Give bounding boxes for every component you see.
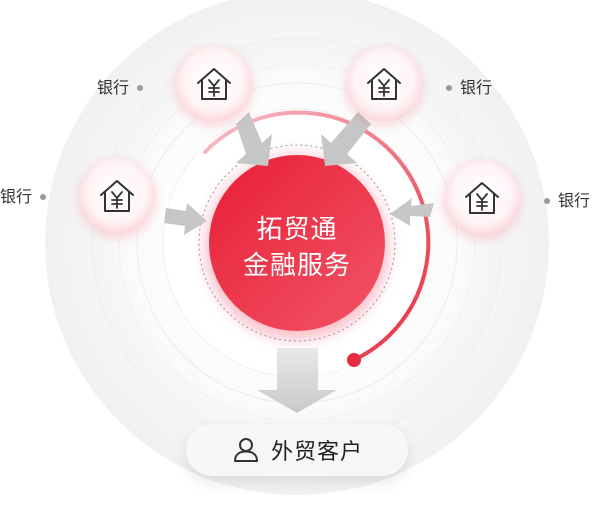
user-icon: [233, 438, 258, 462]
bank-node-top-left: [176, 46, 252, 122]
core-circle: [209, 155, 385, 331]
client-label: 外贸客户: [270, 440, 363, 465]
bank-label-text: 银行: [0, 187, 33, 206]
bank-label-right: 银行: [544, 191, 590, 211]
bullet-dot: [446, 85, 452, 91]
arrow-down: [257, 348, 337, 413]
core-title: 拓贸通 金融服务: [202, 212, 392, 284]
bank-label-text: 银行: [97, 78, 130, 97]
bank-label-text: 银行: [460, 78, 493, 97]
core-title-line2: 金融服务: [242, 251, 351, 281]
bank-label-text: 银行: [558, 191, 591, 210]
bullet-dot: [137, 85, 144, 91]
arrow-top-right: [321, 112, 371, 166]
arrow-right: [390, 198, 434, 226]
bank-node-top-right: [346, 46, 422, 122]
arrow-top-left: [236, 112, 272, 166]
bullet-dot: [544, 198, 550, 204]
arrow-left: [164, 203, 207, 235]
dashed-ring-outer: [118, 64, 476, 422]
bank-label-top-right: 银行: [446, 78, 492, 98]
bullet-dot: [40, 194, 47, 200]
progress-arc: [203, 110, 431, 362]
client-pill: 外贸客户: [186, 424, 408, 476]
bank-node-right: [444, 160, 520, 236]
bank-label-left: 银行: [0, 187, 47, 207]
bank-label-top-left: 银行: [97, 78, 144, 98]
arc-end-dot: [347, 353, 361, 367]
core-title-line1: 拓贸通: [256, 215, 338, 245]
bank-node-left: [79, 158, 155, 234]
core-dashed-ring: [198, 144, 396, 342]
